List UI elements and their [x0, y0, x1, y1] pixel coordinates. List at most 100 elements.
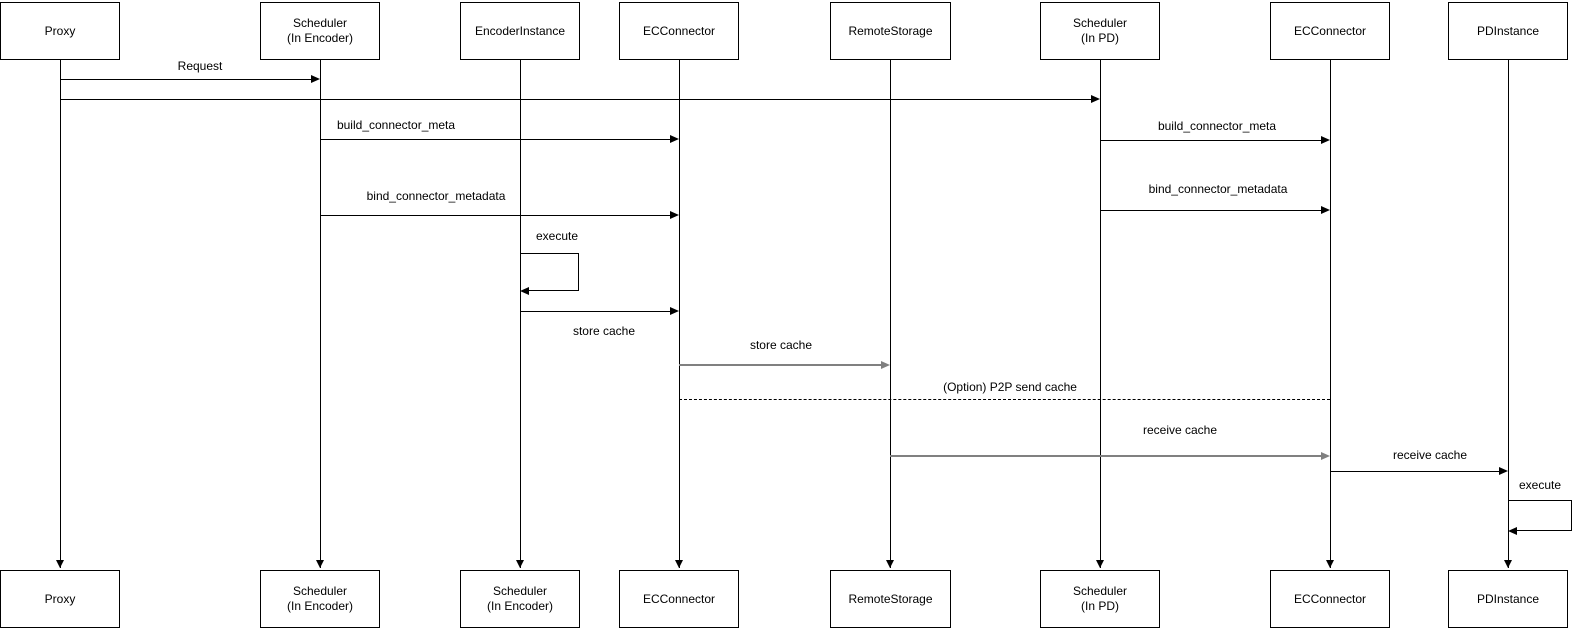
actor-bottom-label-remote-storage: RemoteStorage [848, 591, 933, 606]
message-label-bind-connector-metadata-pd-text: bind_connector_metadata [1148, 182, 1288, 196]
message-label-request: Request [178, 59, 223, 73]
self-loop-label-execute-encoder-text: execute [535, 229, 579, 243]
actor-top-box-encoder-instance: EncoderInstance [460, 2, 580, 60]
self-loop-right-execute-pd [1571, 500, 1572, 530]
lifeline-scheduler-in-encoder [320, 60, 321, 568]
message-label-store-cache-remote-text: store cache [749, 338, 813, 352]
message-line-build-connector-meta-encoder [320, 139, 671, 140]
actor-top-box-ec-connector-pd: ECConnector [1270, 2, 1390, 60]
self-loop-label-execute-encoder: execute [536, 229, 578, 243]
message-label-build-connector-meta-encoder: build_connector_meta [337, 118, 455, 132]
self-loop-label-execute-pd-text: execute [1518, 478, 1562, 492]
message-label-store-cache-encoder: store cache [573, 324, 635, 338]
lifeline-end-arrow-icon-remote-storage [886, 560, 894, 568]
message-arrowhead-icon-build-connector-meta-pd [1321, 136, 1330, 144]
actor-top-label-ec-connector-pd: ECConnector [1293, 23, 1367, 38]
lifeline-end-arrow-icon-scheduler-in-pd [1096, 560, 1104, 568]
message-line-receive-cache-pd [1330, 471, 1500, 472]
actor-top-box-scheduler-in-pd: Scheduler (In PD) [1040, 2, 1160, 60]
self-loop-arrowhead-icon-execute-pd [1508, 527, 1517, 535]
message-arrowhead-icon-bind-connector-metadata-pd [1321, 206, 1330, 214]
message-line-bind-connector-metadata-encoder [320, 215, 671, 216]
actor-bottom-label-ec-connector-pd: ECConnector [1293, 591, 1367, 606]
lifeline-proxy [60, 60, 61, 568]
message-label-request-text: Request [177, 59, 223, 73]
message-arrowhead-icon-store-cache-remote [881, 361, 890, 369]
lifeline-encoder-instance [520, 60, 521, 568]
lifeline-end-arrow-icon-ec-connector-pd [1326, 560, 1334, 568]
message-line-request [60, 79, 312, 80]
lifeline-ec-connector-pd [1330, 60, 1331, 568]
actor-bottom-box-ec-connector-pd: ECConnector [1270, 570, 1390, 628]
actor-top-box-scheduler-in-encoder: Scheduler (In Encoder) [260, 2, 380, 60]
message-arrowhead-icon-receive-cache-pd [1499, 467, 1508, 475]
message-line-store-cache-remote [679, 364, 882, 366]
self-loop-top-execute-pd [1508, 500, 1571, 501]
actor-bottom-label-scheduler-in-encoder: Scheduler (In Encoder) [286, 584, 354, 613]
actor-bottom-box-ec-connector-encoder: ECConnector [619, 570, 739, 628]
self-loop-top-execute-encoder [520, 253, 578, 254]
actor-top-label-ec-connector-encoder: ECConnector [642, 23, 716, 38]
actor-bottom-box-scheduler-in-encoder: Scheduler (In Encoder) [260, 570, 380, 628]
message-label-receive-cache-remote-text: receive cache [1142, 423, 1218, 437]
message-label-store-cache-remote: store cache [750, 338, 812, 352]
actor-bottom-box-proxy: Proxy [0, 570, 120, 628]
actor-top-box-remote-storage: RemoteStorage [830, 2, 951, 60]
actor-bottom-box-remote-storage: RemoteStorage [830, 570, 951, 628]
message-line-store-cache-encoder [520, 311, 671, 312]
actor-bottom-box-pd-instance: PDInstance [1448, 570, 1568, 628]
lifeline-end-arrow-icon-encoder-instance [516, 560, 524, 568]
message-line-receive-cache-remote [890, 455, 1322, 457]
lifeline-end-arrow-icon-scheduler-in-encoder [316, 560, 324, 568]
message-label-bind-connector-metadata-encoder: bind_connector_metadata [367, 189, 506, 203]
actor-top-label-scheduler-in-pd: Scheduler (In PD) [1072, 16, 1128, 45]
actor-bottom-label-pd-instance: PDInstance [1476, 591, 1540, 606]
actor-top-label-encoder-instance: EncoderInstance [474, 23, 566, 38]
actor-top-label-scheduler-in-encoder: Scheduler (In Encoder) [286, 16, 354, 45]
lifeline-end-arrow-icon-ec-connector-encoder [675, 560, 683, 568]
actor-bottom-label-scheduler-in-pd: Scheduler (In PD) [1072, 584, 1128, 613]
message-label-build-connector-meta-encoder-text: build_connector_meta [336, 118, 456, 132]
actor-bottom-box-scheduler-in-pd: Scheduler (In PD) [1040, 570, 1160, 628]
message-label-bind-connector-metadata-pd: bind_connector_metadata [1149, 182, 1288, 196]
message-label-build-connector-meta-pd: build_connector_meta [1158, 119, 1276, 133]
actor-top-label-pd-instance: PDInstance [1476, 23, 1540, 38]
message-arrowhead-icon-request [311, 75, 320, 83]
self-loop-label-execute-pd: execute [1519, 478, 1561, 492]
actor-bottom-label-ec-connector-encoder: ECConnector [642, 591, 716, 606]
self-loop-right-execute-encoder [578, 253, 579, 290]
actor-top-box-proxy: Proxy [0, 2, 120, 60]
message-label-bind-connector-metadata-encoder-text: bind_connector_metadata [366, 189, 506, 203]
actor-top-label-proxy: Proxy [44, 23, 76, 38]
lifeline-scheduler-in-pd [1100, 60, 1101, 568]
message-line-p2p-send-cache [679, 399, 1330, 400]
message-label-store-cache-encoder-text: store cache [572, 324, 636, 338]
self-loop-bottom-execute-encoder [528, 290, 579, 291]
message-arrowhead-icon-bind-connector-metadata-encoder [670, 211, 679, 219]
lifeline-end-arrow-icon-proxy [56, 560, 64, 568]
message-line-bind-connector-metadata-pd [1100, 210, 1322, 211]
actor-bottom-label-proxy: Proxy [44, 591, 76, 606]
message-line-proxy-to-scheduler-pd [60, 99, 1092, 100]
actor-top-label-remote-storage: RemoteStorage [848, 23, 933, 38]
message-label-receive-cache-remote: receive cache [1143, 423, 1217, 437]
actor-top-box-pd-instance: PDInstance [1448, 2, 1568, 60]
lifeline-pd-instance [1508, 60, 1509, 568]
actor-top-box-ec-connector-encoder: ECConnector [619, 2, 739, 60]
message-arrowhead-icon-store-cache-encoder [670, 307, 679, 315]
lifeline-remote-storage [890, 60, 891, 568]
message-label-receive-cache-pd-text: receive cache [1392, 448, 1468, 462]
message-line-build-connector-meta-pd [1100, 140, 1322, 141]
message-arrowhead-icon-build-connector-meta-encoder [670, 135, 679, 143]
actor-bottom-label-encoder-instance: Scheduler (In Encoder) [486, 584, 554, 613]
lifeline-ec-connector-encoder [679, 60, 680, 568]
message-label-receive-cache-pd: receive cache [1393, 448, 1467, 462]
message-arrowhead-icon-proxy-to-scheduler-pd [1091, 95, 1100, 103]
message-arrowhead-icon-receive-cache-remote [1321, 452, 1330, 460]
lifeline-end-arrow-icon-pd-instance [1504, 560, 1512, 568]
actor-bottom-box-encoder-instance: Scheduler (In Encoder) [460, 570, 580, 628]
message-label-build-connector-meta-pd-text: build_connector_meta [1157, 119, 1277, 133]
self-loop-arrowhead-icon-execute-encoder [520, 287, 529, 295]
self-loop-bottom-execute-pd [1516, 530, 1572, 531]
